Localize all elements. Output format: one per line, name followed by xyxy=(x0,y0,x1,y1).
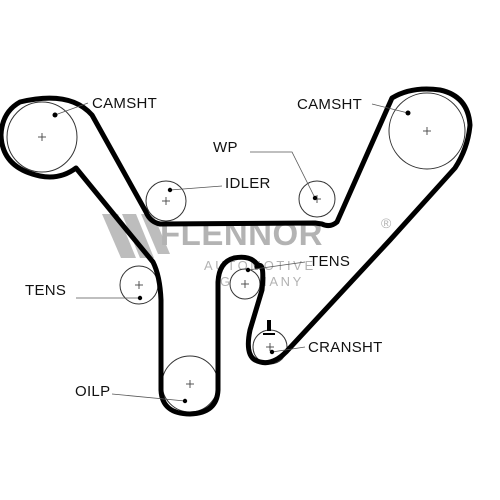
timing-belt xyxy=(0,86,473,417)
tensioner-left-pulley xyxy=(119,265,159,305)
leader-oilp xyxy=(111,393,186,402)
label-tens-right: TENS xyxy=(309,253,350,270)
tensioner-right-pulley xyxy=(229,268,261,300)
water-pump-pulley xyxy=(298,180,336,218)
label-oilp: OILP xyxy=(75,383,110,400)
leader-cranksht xyxy=(271,346,306,353)
dot-camsht-right xyxy=(405,110,411,116)
oil-pump-pulley xyxy=(161,355,219,413)
label-idler: IDLER xyxy=(225,175,271,192)
dot-wp xyxy=(312,195,318,201)
leader-idler xyxy=(169,185,223,191)
leader-camsht-right xyxy=(371,103,409,114)
leader-tens-right xyxy=(247,261,306,271)
label-camsht-left: CAMSHT xyxy=(92,95,157,112)
label-camsht-right: CAMSHT xyxy=(297,96,362,113)
label-anchor-dots xyxy=(52,110,411,404)
leader-camsht-left xyxy=(54,102,89,116)
label-wp: WP xyxy=(213,139,238,156)
watermark-registered-mark: ® xyxy=(381,215,392,231)
label-cranksht: CRANSHT xyxy=(308,339,383,356)
camshaft-right-pulley xyxy=(388,92,466,170)
timing-mark-icon xyxy=(263,320,275,335)
idler-pulley xyxy=(145,180,187,222)
leader-wp xyxy=(250,151,316,199)
leader-lines xyxy=(54,102,409,402)
dot-tens-left xyxy=(137,295,143,301)
pulleys xyxy=(6,92,466,413)
label-tens-left: TENS xyxy=(25,282,66,299)
dot-camsht-left xyxy=(52,112,58,118)
camshaft-left-pulley xyxy=(6,101,78,173)
flennor-logo-icon xyxy=(102,214,170,258)
dot-tens-right xyxy=(245,267,251,273)
watermark-brand: FLENNOR xyxy=(160,215,323,252)
dot-idler xyxy=(167,187,173,193)
dot-cranksht xyxy=(269,349,275,355)
component-labels: CAMSHT CAMSHT WP IDLER TENS TENS CRANSHT… xyxy=(25,95,383,400)
dot-oilp xyxy=(182,398,188,404)
